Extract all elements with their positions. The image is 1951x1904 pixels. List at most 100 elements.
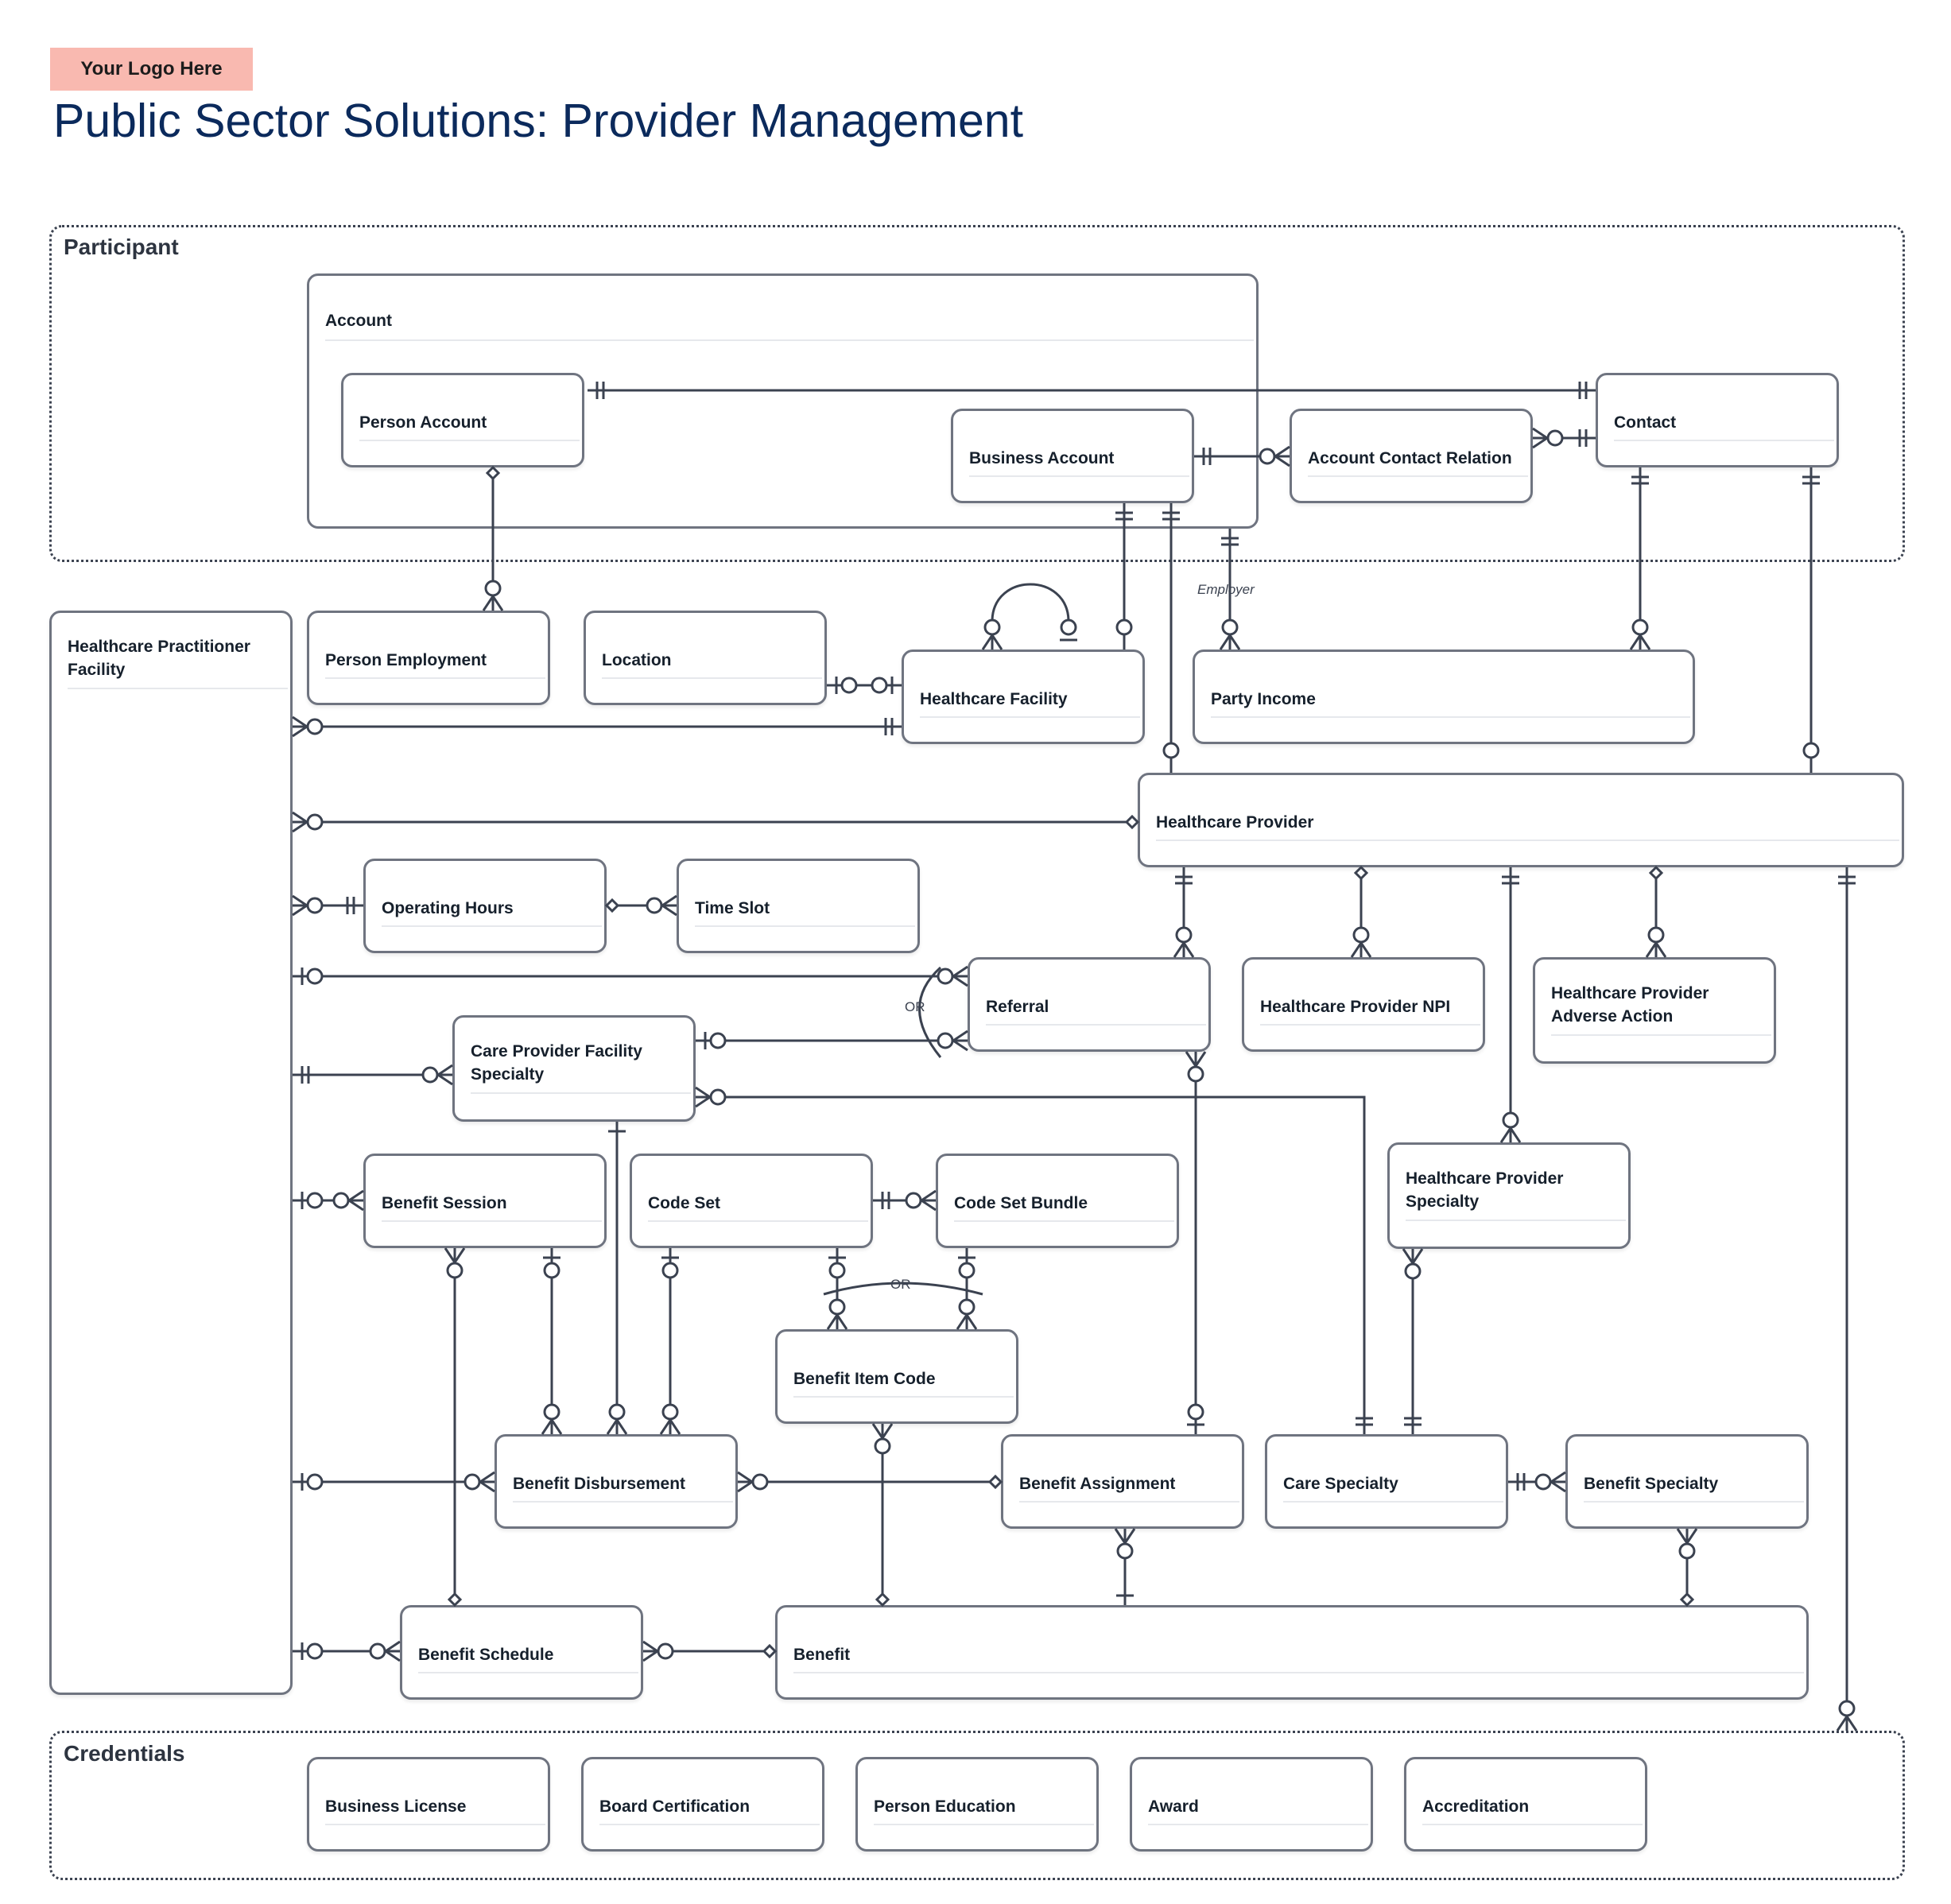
entity-operating-hours[interactable]: Operating Hours (363, 859, 607, 953)
entity-person-education[interactable]: Person Education (855, 1757, 1099, 1852)
cardinality-circle (332, 1192, 350, 1209)
page-title: Public Sector Solutions: Provider Manage… (53, 95, 1023, 147)
cardinality-circle (874, 1437, 891, 1455)
entity-title: Care Specialty (1283, 1475, 1398, 1493)
cardinality-circle (1352, 926, 1370, 944)
cardinality-circle (871, 677, 888, 694)
credentials-region (49, 1731, 1905, 1880)
cardinality-circle (543, 1403, 560, 1421)
entity-benefit-disbursement[interactable]: Benefit Disbursement (495, 1434, 738, 1529)
entity-referral[interactable]: Referral (968, 957, 1211, 1052)
entity-title: Code Set Bundle (954, 1194, 1088, 1212)
entity-title: Healthcare Practitioner Facility (68, 638, 250, 679)
entity-person-account[interactable]: Person Account (341, 373, 584, 467)
participant-region (49, 225, 1905, 562)
entity-code-set[interactable]: Code Set (630, 1154, 873, 1248)
divider (602, 677, 822, 679)
cardinality-circle (484, 580, 502, 597)
entity-healthcare-provider-npi[interactable]: Healthcare Provider NPI (1242, 957, 1485, 1052)
or-arc-benefit-item-code (823, 1282, 983, 1296)
entity-title: Healthcare Provider Specialty (1406, 1169, 1564, 1211)
entity-healthcare-practitioner-facility[interactable]: Healthcare Practitioner Facility (49, 611, 293, 1695)
entity-care-specialty[interactable]: Care Specialty (1265, 1434, 1508, 1529)
entity-healthcare-provider-adverse-action[interactable]: Healthcare Provider Adverse Action (1533, 957, 1776, 1064)
entity-contact[interactable]: Contact (1596, 373, 1839, 467)
entity-title: Business License (325, 1797, 467, 1816)
entity-title: Accreditation (1422, 1797, 1530, 1816)
cardinality-circle (421, 1066, 439, 1084)
cardinality-circle (1187, 1403, 1204, 1421)
cardinality-circle (1115, 619, 1133, 636)
entity-title: Benefit Disbursement (513, 1475, 686, 1493)
entity-person-employment[interactable]: Person Employment (307, 611, 550, 705)
entity-party-income[interactable]: Party Income (1193, 650, 1695, 744)
entity-business-license[interactable]: Business License (307, 1757, 550, 1852)
divider (513, 1501, 733, 1503)
cardinality-circle (646, 897, 663, 914)
divider (1422, 1824, 1643, 1825)
divider (1584, 1501, 1804, 1503)
entity-title: Time Slot (695, 899, 770, 917)
cardinality-circle (751, 1473, 769, 1491)
entity-title: Award (1148, 1797, 1199, 1816)
entity-board-certification[interactable]: Board Certification (581, 1757, 824, 1852)
entity-title: Board Certification (599, 1797, 751, 1816)
cardinality-circle (1802, 742, 1820, 759)
entity-location[interactable]: Location (584, 611, 827, 705)
entity-title: Benefit (793, 1646, 851, 1664)
entity-title: Benefit Session (382, 1194, 507, 1212)
entity-benefit-specialty[interactable]: Benefit Specialty (1565, 1434, 1809, 1529)
entity-benefit-item-code[interactable]: Benefit Item Code (775, 1329, 1018, 1424)
divider (599, 1824, 820, 1825)
cardinality-diamond (447, 1592, 463, 1607)
entity-award[interactable]: Award (1130, 1757, 1373, 1852)
entity-title: Healthcare Provider NPI (1260, 998, 1451, 1016)
entity-time-slot[interactable]: Time Slot (677, 859, 920, 953)
entity-healthcare-facility[interactable]: Healthcare Facility (902, 650, 1145, 744)
divider (68, 688, 288, 689)
cardinality-circle (306, 718, 324, 735)
entity-title: Healthcare Provider Adverse Action (1551, 984, 1709, 1026)
cardinality-circle (661, 1262, 679, 1279)
entity-healthcare-provider-specialty[interactable]: Healthcare Provider Specialty (1387, 1142, 1631, 1249)
cardinality-circle (464, 1473, 481, 1491)
entity-title: Party Income (1211, 690, 1316, 708)
entity-business-account[interactable]: Business Account (951, 409, 1194, 503)
self-relation-arc-healthcare-facility (991, 583, 1070, 621)
divider (325, 339, 1254, 341)
cardinality-circle (937, 1032, 954, 1049)
entity-title: Business Account (969, 449, 1115, 467)
cardinality-circle (1221, 619, 1239, 636)
cardinality-circle (1175, 926, 1193, 944)
divider (325, 677, 545, 679)
entity-title: Benefit Assignment (1019, 1475, 1176, 1493)
divider (382, 925, 602, 927)
entity-care-provider-facility-specialty[interactable]: Care Provider Facility Specialty (452, 1015, 696, 1122)
cardinality-circle (828, 1298, 846, 1316)
entity-benefit-session[interactable]: Benefit Session (363, 1154, 607, 1248)
entity-account-contact-relation[interactable]: Account Contact Relation (1290, 409, 1533, 503)
divider (1260, 1024, 1480, 1026)
cardinality-circle (306, 897, 324, 914)
entity-title: Benefit Schedule (418, 1646, 554, 1664)
cardinality-circle (1502, 1111, 1519, 1129)
entity-healthcare-provider[interactable]: Healthcare Provider (1138, 773, 1904, 867)
cardinality-circle (543, 1262, 560, 1279)
entity-title: Benefit Item Code (793, 1370, 936, 1388)
cardinality-circle (937, 968, 954, 985)
divider (418, 1672, 638, 1673)
entity-title: Account Contact Relation (1308, 449, 1512, 467)
entity-benefit-schedule[interactable]: Benefit Schedule (400, 1605, 643, 1700)
cardinality-circle (1546, 429, 1564, 447)
cardinality-circle (709, 1088, 727, 1106)
entity-title: Healthcare Provider (1156, 813, 1314, 832)
divider (954, 1220, 1174, 1222)
entity-benefit[interactable]: Benefit (775, 1605, 1809, 1700)
entity-code-set-bundle[interactable]: Code Set Bundle (936, 1154, 1179, 1248)
cardinality-circle (657, 1642, 674, 1660)
entity-title: Care Provider Facility Specialty (471, 1042, 642, 1084)
cardinality-circle (1259, 448, 1276, 465)
entity-title: Person Employment (325, 651, 487, 669)
entity-accreditation[interactable]: Accreditation (1404, 1757, 1647, 1852)
